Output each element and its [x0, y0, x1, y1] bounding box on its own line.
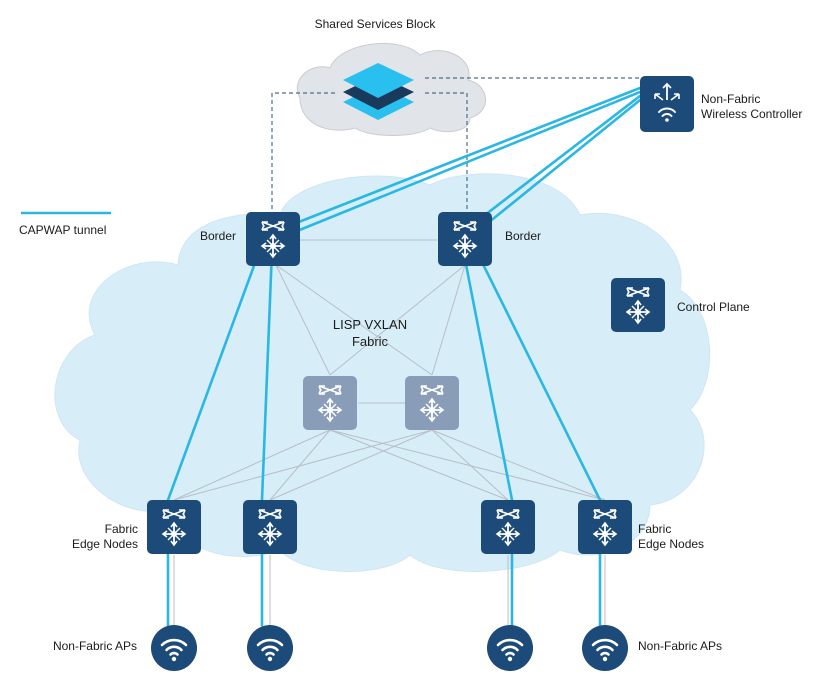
wlc-label-line1: Non-Fabric [701, 92, 761, 106]
ap-wifi-icon-4 [582, 625, 628, 671]
aps-left-label: Non-Fabric APs [52, 639, 137, 653]
wireless-controller-icon [640, 76, 694, 132]
border-switch-right [438, 212, 492, 266]
intermediate-switch-right [405, 376, 459, 430]
ap-wifi-icon-2 [247, 625, 293, 671]
aps-right-label: Non-Fabric APs [638, 639, 723, 653]
legend-capwap-label: CAPWAP tunnel [19, 223, 107, 237]
intermediate-switch-left [303, 376, 357, 430]
fabric-label-line2: Fabric [351, 334, 389, 349]
edge-left-label-line2: Edge Nodes [71, 537, 138, 551]
edge-left-label-line1: Fabric [104, 522, 138, 536]
wlc-label-line2: Wireless Controller [701, 107, 803, 121]
edge-switch-3 [481, 500, 535, 554]
border-right-label: Border [505, 229, 542, 243]
layers-stack-icon [343, 63, 414, 120]
fabric-links [173, 239, 606, 625]
border-switch-left [246, 212, 300, 266]
shared-services-links [271, 77, 640, 212]
border-left-label: Border [199, 229, 236, 243]
control-plane-label: Control Plane [677, 300, 750, 314]
ap-wifi-icon-3 [487, 625, 533, 671]
edge-switch-2 [243, 500, 297, 554]
edge-switch-4 [578, 500, 632, 554]
edge-right-label-line1: Fabric [638, 522, 672, 536]
fabric-label-line1: LISP VXLAN [332, 317, 408, 332]
control-plane-switch [611, 278, 665, 332]
edge-right-label-line2: Edge Nodes [638, 537, 705, 551]
edge-switch-1 [147, 500, 201, 554]
ap-wifi-icon-1 [151, 625, 197, 671]
shared-services-label: Shared Services Block [314, 17, 436, 31]
